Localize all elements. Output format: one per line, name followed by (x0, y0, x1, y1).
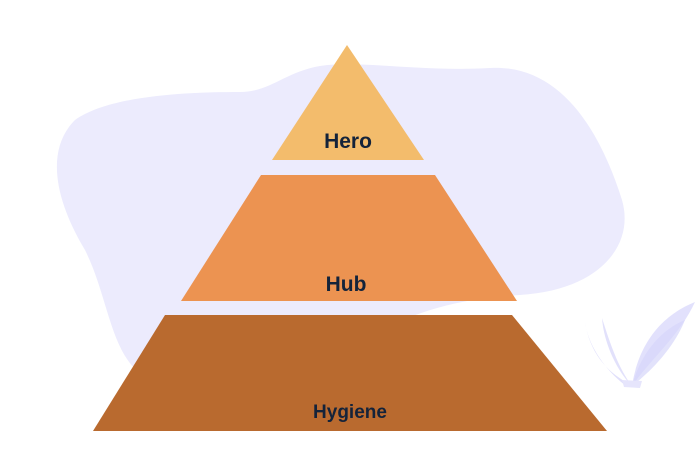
hero-label: Hero (324, 130, 372, 153)
hero-shape (272, 45, 424, 160)
leaf-decoration-icon (585, 302, 695, 388)
hygiene-shape (93, 315, 607, 431)
pyramid-level-hero: Hero (272, 45, 424, 160)
hub-shape (181, 175, 517, 301)
hygiene-label: Hygiene (313, 402, 387, 423)
pyramid-level-hygiene: Hygiene (93, 315, 607, 431)
pyramid-level-hub: Hub (181, 175, 517, 301)
hub-label: Hub (326, 273, 367, 296)
